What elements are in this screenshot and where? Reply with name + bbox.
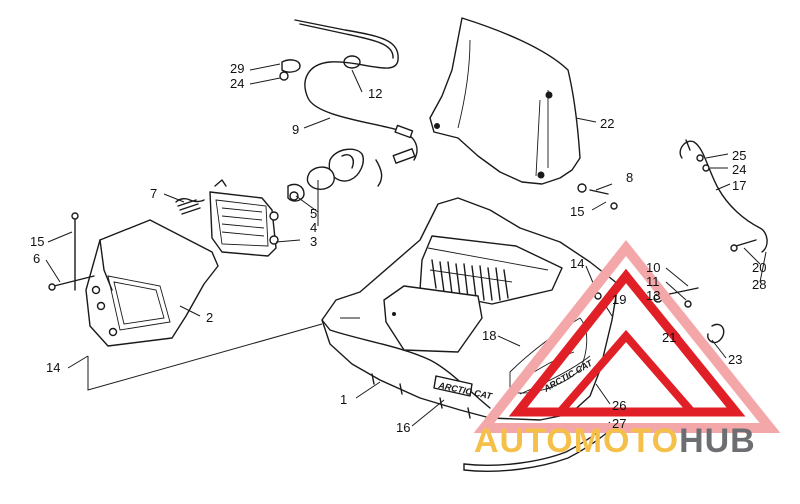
callout-17: 17 [732, 178, 746, 193]
headlight-assembly [175, 179, 279, 257]
watermark-triangle-inner [508, 268, 746, 417]
callout-14-right: 14 [570, 256, 584, 271]
watermark-text: AUTOMOTOHUB [474, 422, 756, 460]
callout-15-left: 15 [30, 234, 44, 249]
callout-8: 8 [626, 170, 633, 185]
callout-27: 27 [612, 416, 626, 431]
right-hardware [577, 183, 725, 344]
hood: ARCTIC CAT ARCTIC CAT [321, 197, 619, 421]
callout-12: 12 [368, 86, 382, 101]
cable-clip [279, 59, 301, 81]
watermark-triangle-outer [473, 239, 781, 433]
callout-10: 10 [646, 260, 660, 275]
callout-23: 23 [728, 352, 742, 367]
callout-9: 9 [292, 122, 299, 137]
callout-19: 19 [612, 292, 626, 307]
callout-3: 3 [310, 234, 317, 249]
callout-22: 22 [600, 116, 614, 131]
callout-14-left: 14 [46, 360, 60, 375]
callout-15-right: 15 [570, 204, 584, 219]
callout-18: 18 [482, 328, 496, 343]
bulb-socket [287, 148, 364, 202]
callout-29: 29 [230, 61, 244, 76]
callout-24-right: 24 [732, 162, 746, 177]
callout-1: 1 [340, 392, 347, 407]
callout-labels: 29 24 12 9 7 5 4 3 15 6 2 14 1 16 18 14 … [30, 61, 766, 435]
watermark-logo: AUTOMOTOHUB [473, 239, 781, 460]
callout-26: 26 [612, 398, 626, 413]
trim-strip [463, 425, 609, 472]
callout-5: 5 [310, 206, 317, 221]
callout-21: 21 [662, 330, 676, 345]
callout-28: 28 [752, 277, 766, 292]
watermark-chevron [556, 329, 696, 415]
callout-16: 16 [396, 420, 410, 435]
callout-11: 11 [646, 274, 660, 289]
callout-24: 24 [230, 76, 244, 91]
callout-2: 2 [206, 310, 213, 325]
callout-6: 6 [33, 251, 40, 266]
callout-25: 25 [732, 148, 746, 163]
callout-7: 7 [150, 186, 157, 201]
screws-left [48, 212, 95, 291]
callout-20: 20 [752, 260, 766, 275]
vent-louvers [429, 259, 513, 301]
callout-13: 13 [646, 288, 660, 303]
headlight-bezel [85, 219, 219, 347]
control-cable [679, 139, 768, 253]
wire-harness [294, 19, 418, 187]
callout-4: 4 [310, 220, 317, 235]
windshield [429, 17, 581, 185]
